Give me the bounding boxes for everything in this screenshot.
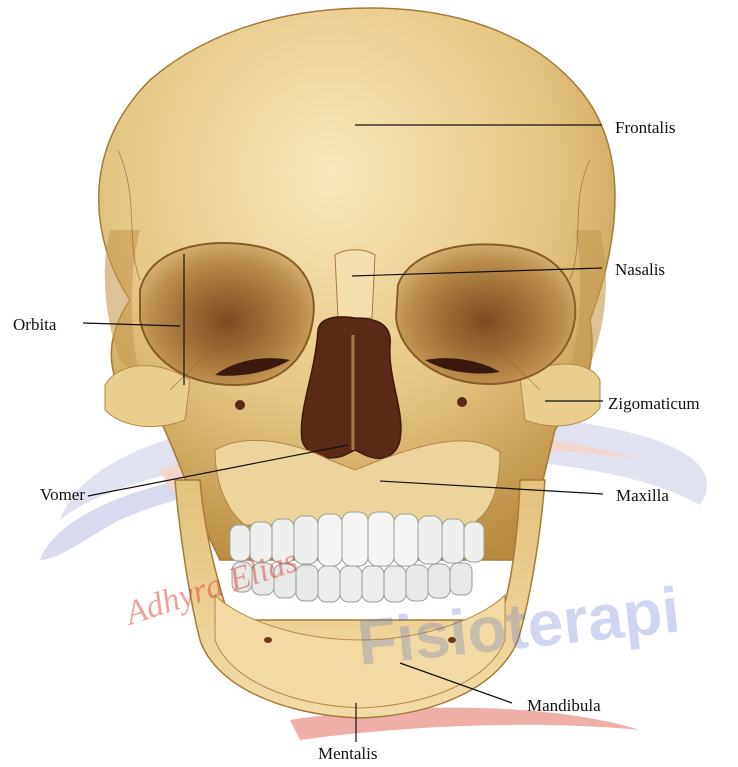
label-maxilla: Maxilla [616, 487, 669, 504]
zygomatic-arch-left [105, 366, 190, 427]
infraorbital-foramen-right [457, 397, 467, 407]
label-frontalis: Frontalis [615, 119, 675, 136]
label-nasalis: Nasalis [615, 261, 665, 278]
label-vomer: Vomer [40, 486, 85, 503]
orbit-right [396, 245, 575, 385]
nasal-bone [335, 250, 375, 318]
label-orbita: Orbita [13, 316, 56, 333]
label-mandibula: Mandibula [527, 697, 601, 714]
infraorbital-foramen-left [235, 400, 245, 410]
orbit-left [140, 243, 314, 385]
label-mentalis: Mentalis [318, 745, 378, 762]
mental-foramen-left [264, 637, 272, 643]
label-zigomaticum: Zigomaticum [608, 395, 700, 412]
